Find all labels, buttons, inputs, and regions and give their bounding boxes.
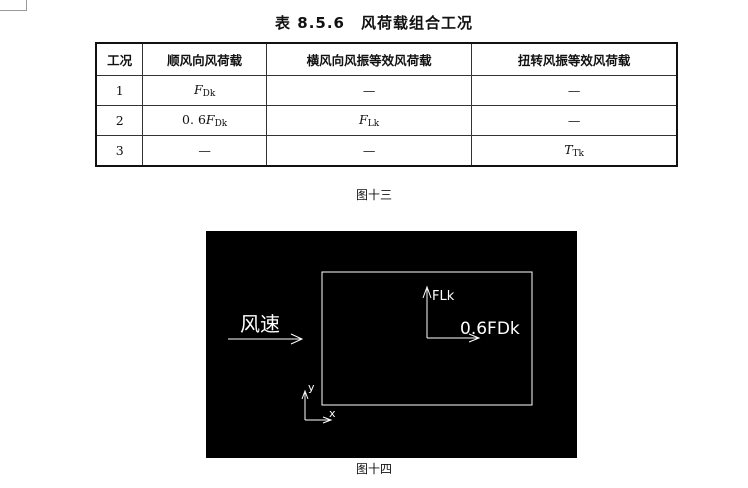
symbol: F	[205, 112, 215, 127]
figure-13-caption: 图十三	[355, 188, 392, 202]
wind-arrow-head	[290, 333, 304, 345]
along-wind-value: FDk	[142, 75, 267, 106]
x-axis-arrow-head	[322, 416, 333, 424]
subscript: Dk	[202, 89, 216, 99]
header-case: 工况	[95, 42, 144, 76]
coefficient: 0. 6	[182, 112, 206, 127]
figure-canvas: 风速 FLk 0.6FDk y x	[228, 271, 533, 424]
figure-14-caption: 图十四	[355, 462, 392, 476]
wind-speed-label: 风速	[240, 312, 280, 336]
torsion-value: TTk	[471, 135, 678, 167]
header-torsion: 扭转风振等效风荷载	[471, 42, 678, 76]
across-wind-value: —	[265, 75, 473, 106]
subscript: Dk	[214, 119, 228, 129]
symbol: F	[193, 82, 203, 97]
case-number: 3	[95, 135, 144, 167]
case-number: 1	[95, 75, 144, 106]
corner-mark	[0, 0, 27, 11]
load-combination-table: 工况 顺风向风荷载 横风向风振等效风荷载 扭转风振等效风荷载 1 FDk — —…	[95, 42, 678, 167]
across-wind-value: —	[265, 135, 473, 167]
lateral-force-arrow-head	[422, 285, 432, 299]
along-wind-value: —	[142, 135, 267, 167]
along-wind-value: 0. 6FDk	[142, 105, 267, 136]
along-force-label: 0.6FDk	[460, 319, 520, 339]
building-outline	[321, 271, 533, 406]
table-row: 3 — — TTk	[95, 135, 678, 167]
torsion-value: —	[471, 105, 678, 136]
along-force-arrow-head	[468, 333, 481, 343]
table-row: 2 0. 6FDk FLk —	[95, 105, 678, 136]
y-axis-arrow-head	[301, 389, 309, 400]
x-axis-label: x	[329, 407, 336, 420]
header-along-wind: 顺风向风荷载	[142, 42, 267, 76]
symbol: F	[359, 112, 368, 127]
subscript: Lk	[367, 119, 380, 129]
table-row: 1 FDk — —	[95, 75, 678, 106]
table-title: 表 8.5.6 风荷载组合工况	[275, 14, 473, 32]
case-number: 2	[95, 105, 144, 136]
table-header-row: 工况 顺风向风荷载 横风向风振等效风荷载 扭转风振等效风荷载	[95, 42, 678, 76]
wind-load-figure: 风速 FLk 0.6FDk y x	[206, 231, 577, 458]
header-across-wind: 横风向风振等效风荷载	[265, 42, 473, 76]
y-axis-label: y	[308, 381, 315, 394]
lateral-force-label: FLk	[432, 289, 455, 304]
across-wind-value: FLk	[265, 105, 473, 136]
subscript: Tk	[572, 149, 585, 159]
torsion-value: —	[471, 75, 678, 106]
symbol: T	[564, 142, 573, 157]
